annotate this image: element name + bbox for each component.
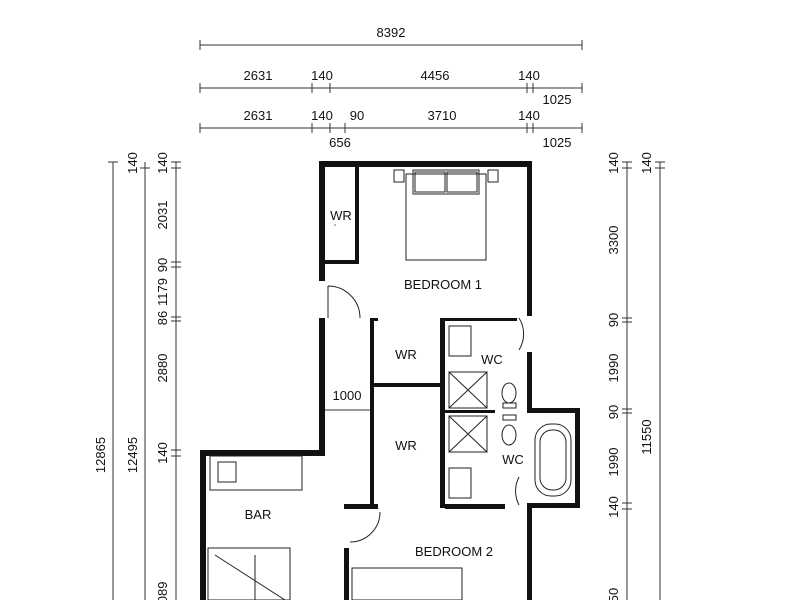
top-dimensions: 8392 2631 140 4456 140 1025 2631 140 90 … [199, 25, 583, 150]
room-wr-mid: WR [395, 347, 417, 362]
room-bar: BAR [245, 507, 272, 522]
dim-middle: 12495 [125, 437, 140, 473]
dim: 140 [311, 68, 333, 83]
dim: 140 [639, 152, 654, 174]
dim: 2031 [155, 201, 170, 230]
dim: 2880 [155, 354, 170, 383]
dim: 90 [606, 405, 621, 419]
dim: 140 [606, 496, 621, 518]
dim-overall: 8392 [377, 25, 406, 40]
dim: 86 [155, 311, 170, 325]
dim: 90 [350, 108, 364, 123]
dim: 3300 [606, 226, 621, 255]
room-wr-top: WR [330, 208, 352, 223]
room-bedroom-2: BEDROOM 2 [415, 544, 493, 559]
room-labels: WR BEDROOM 1 WR WC 1000 WR WC BAR BEDROO… [245, 208, 524, 559]
dim: 1025 [543, 92, 572, 107]
dim: 656 [329, 135, 351, 150]
dim: 140 [155, 442, 170, 464]
dim: 2631 [244, 68, 273, 83]
dim: 140 [518, 68, 540, 83]
bed-1 [405, 173, 487, 261]
dim: 1990 [606, 354, 621, 383]
hall-width-dim: 1000 [333, 388, 362, 403]
dim: 1179 [155, 278, 170, 306]
dim: 90 [606, 313, 621, 327]
dim: 140 [606, 152, 621, 174]
right-dimensions: 140 3300 90 1990 90 1990 140 50 140 1155… [606, 152, 665, 600]
room-wc-lower: WC [502, 452, 524, 467]
dim: 140 [311, 108, 333, 123]
room-bedroom-1: BEDROOM 1 [404, 277, 482, 292]
dim: 1025 [543, 135, 572, 150]
room-wc-top: WC [481, 352, 503, 367]
dim-outer: 11550 [639, 419, 654, 454]
fixtures [207, 169, 572, 600]
left-dimensions: 12865 12495 140 140 2031 90 1179 86 2880… [93, 152, 181, 600]
dim: 1990 [606, 448, 621, 477]
dim: 2631 [244, 108, 273, 123]
dim: 50 [606, 588, 621, 600]
dim-outer: 12865 [93, 437, 108, 473]
walls [200, 161, 580, 600]
dim: 3710 [428, 108, 457, 123]
dim: 140 [518, 108, 540, 123]
dim: 4456 [421, 68, 450, 83]
dim: 140 [155, 152, 170, 174]
dim: 2089 [155, 582, 170, 600]
room-wr-lower: WR [395, 438, 417, 453]
dim: 90 [155, 258, 170, 272]
dim: 140 [125, 152, 140, 174]
